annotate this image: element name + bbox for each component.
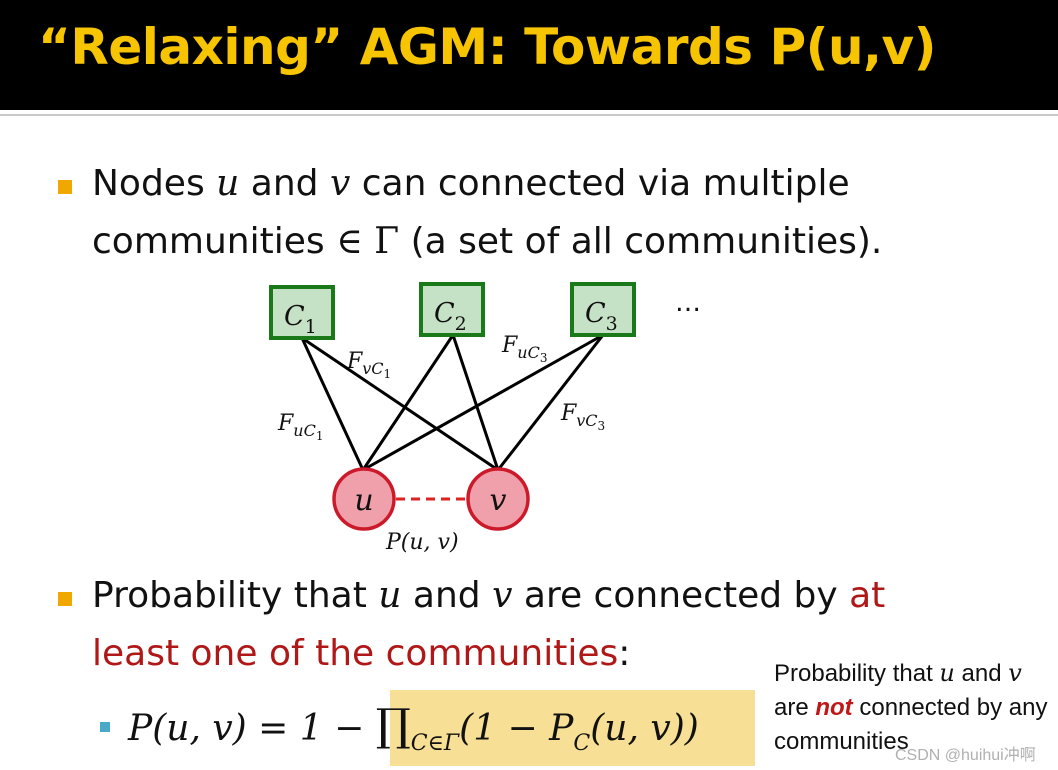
var-v: v: [1008, 659, 1022, 687]
title-divider: [0, 114, 1058, 116]
product-symbol: ∏: [375, 700, 411, 751]
element-of-symbol: ∈: [336, 221, 363, 262]
edge-c3-v: [496, 334, 605, 471]
edge-label-sub: uC: [293, 421, 316, 440]
highlight-text: at: [849, 575, 886, 616]
gamma-symbol: Γ: [362, 221, 400, 262]
edge-c1-v: [301, 336, 499, 472]
community-label-c3: C3: [585, 298, 618, 335]
bullet-marker: [58, 592, 72, 606]
text-segment: (a set of all communities).: [399, 221, 883, 262]
edge-label-sub: vC: [576, 411, 597, 430]
formula-rhs-end: (u, v)): [590, 708, 699, 749]
var-u: u: [216, 163, 240, 204]
edge-c2-u: [361, 334, 455, 471]
var-u: u: [939, 659, 955, 687]
probability-formula: P(u, v) = 1 − ∏C∈Γ(1 − PC(u, v)): [128, 700, 699, 756]
community-sub: 1: [305, 316, 317, 338]
bullet2-line1: Probability that u and v are connected b…: [92, 575, 885, 616]
text-segment: connected by any communities: [774, 694, 1048, 755]
edge-label-base: F: [346, 349, 363, 374]
not-emphasis: not: [815, 694, 853, 721]
text-segment: and: [954, 660, 1009, 687]
text-segment: :: [618, 633, 631, 674]
community-sub: 2: [455, 313, 467, 335]
bullet1-line1: Nodes u and v can connected via multiple: [92, 163, 850, 204]
text-segment: and: [401, 575, 493, 616]
edge-label-fvc1: FvC1: [346, 349, 391, 381]
node-label-u: u: [354, 483, 373, 518]
edge-label-subsub: 3: [540, 351, 548, 365]
community-base: C: [585, 298, 606, 329]
more-communities-ellipsis: …: [675, 288, 701, 318]
bullet1-line2: communities ∈ Γ (a set of all communitie…: [92, 221, 882, 262]
bullet2-line2: least one of the communities:: [92, 633, 630, 674]
edge-label-subsub: 1: [384, 367, 392, 381]
formula-lhs: P(u, v) = 1 −: [128, 708, 376, 749]
product-highlight-box: [390, 690, 755, 766]
var-v: v: [329, 163, 351, 204]
node-u: [332, 467, 396, 531]
edge-label-subsub: 3: [598, 419, 606, 433]
text-segment: Probability that: [774, 660, 940, 687]
node-v: [466, 467, 530, 531]
product-subscript: C∈Γ: [410, 731, 460, 756]
var-u: u: [378, 575, 402, 616]
edge-c2-v: [451, 334, 500, 471]
edge-c1-u: [300, 337, 365, 471]
text-segment: are: [774, 694, 816, 721]
pair-probability-label: P(u, v): [385, 530, 459, 555]
node-label-v: v: [490, 483, 507, 518]
title-bar: “Relaxing” AGM: Towards P(u,v): [0, 0, 1058, 110]
community-box-c1: [269, 285, 335, 340]
community-box-c2: [419, 282, 485, 337]
community-base: C: [284, 301, 305, 332]
slide-title: “Relaxing” AGM: Towards P(u,v): [38, 18, 937, 76]
community-sub: 3: [606, 313, 618, 335]
edge-label-fuc3: FuC3: [501, 333, 547, 365]
text-segment: Probability that: [92, 575, 379, 616]
bullet-marker: [58, 180, 72, 194]
edge-label-subsub: 1: [316, 429, 324, 443]
text-segment: communities: [92, 221, 337, 262]
watermark: CSDN @huihui冲啊: [895, 747, 1036, 764]
community-label-c2: C2: [434, 298, 467, 335]
text-segment: Nodes: [92, 163, 217, 204]
sub-bullet-marker: [100, 722, 110, 732]
edge-label-base: F: [277, 411, 294, 436]
formula-rhs: (1 − P: [459, 708, 574, 749]
edge-label-fuc1: FuC1: [277, 411, 323, 443]
community-label-c1: C1: [284, 301, 317, 338]
not-connected-note: Probability that u and v are not connecte…: [774, 656, 1054, 759]
edge-label-base: F: [501, 333, 518, 358]
var-v: v: [492, 575, 513, 616]
community-base: C: [434, 298, 455, 329]
highlight-text: least one of the communities: [92, 633, 619, 674]
edge-label-fvc3: FvC3: [560, 401, 605, 433]
edge-label-sub: uC: [517, 343, 540, 362]
text-segment: can connected via multiple: [350, 163, 850, 204]
edge-label-sub: vC: [362, 359, 383, 378]
community-box-c3: [570, 282, 636, 337]
formula-rhs-subscript: C: [573, 731, 591, 756]
edge-c3-u: [362, 333, 604, 472]
text-segment: are connected by: [512, 575, 850, 616]
edge-label-base: F: [560, 401, 577, 426]
text-segment: and: [239, 163, 330, 204]
